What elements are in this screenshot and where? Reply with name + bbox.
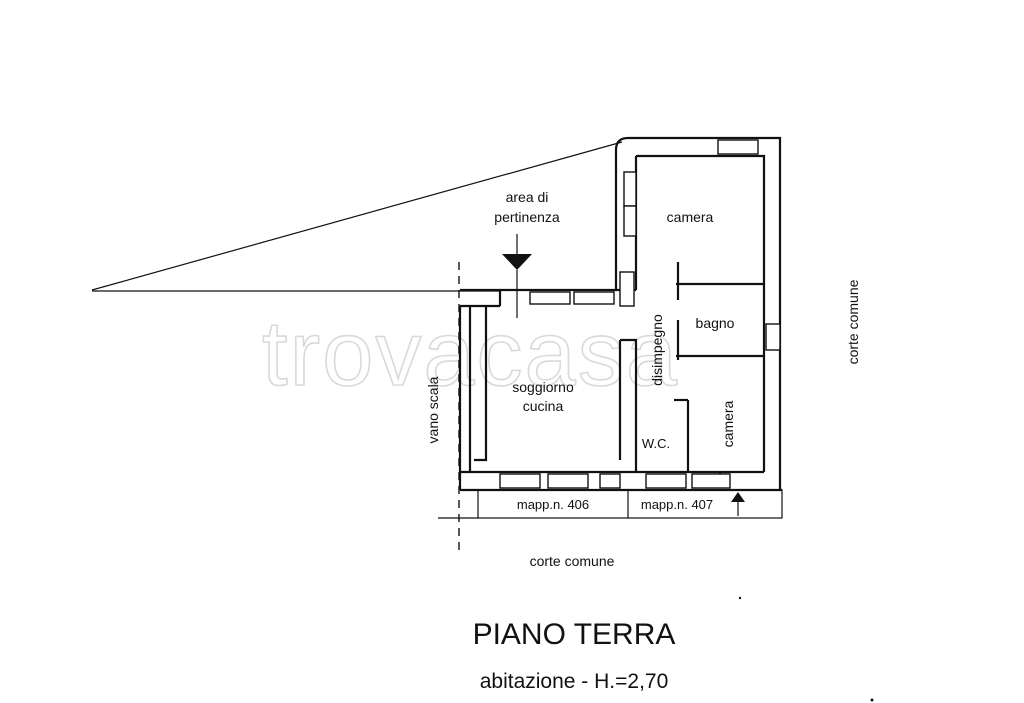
stray-dot (738, 596, 742, 600)
label-pertinenza: pertinenza (494, 209, 560, 225)
label-mapp-407: mapp.n. 407 (641, 497, 713, 512)
label-corte-comune-right: corte comune (845, 279, 861, 364)
label-corte-comune-bottom: corte comune (530, 553, 615, 569)
page-title: PIANO TERRA (473, 618, 676, 651)
windows (499, 139, 781, 489)
label-bagno: bagno (696, 315, 735, 331)
label-area-di: area di (506, 189, 549, 205)
area-di-pertinenza-outline (91, 141, 623, 292)
label-vano-scala: vano scala (425, 376, 441, 443)
entrance-arrow-up (731, 492, 745, 516)
label-camera-top: camera (667, 209, 714, 225)
stray-dot (870, 698, 874, 702)
label-mapp-406: mapp.n. 406 (517, 497, 589, 512)
interior-walls (618, 156, 764, 480)
mapp-strip (438, 489, 783, 519)
entrance-arrow-down (502, 234, 532, 318)
label-disimpegno: disimpegno (649, 314, 665, 386)
label-soggiorno: soggiorno (512, 379, 574, 395)
label-camera-right: camera (720, 400, 736, 447)
page-subtitle: abitazione - H.=2,70 (480, 670, 669, 693)
label-wc: W.C. (642, 436, 670, 451)
label-cucina: cucina (523, 398, 564, 414)
